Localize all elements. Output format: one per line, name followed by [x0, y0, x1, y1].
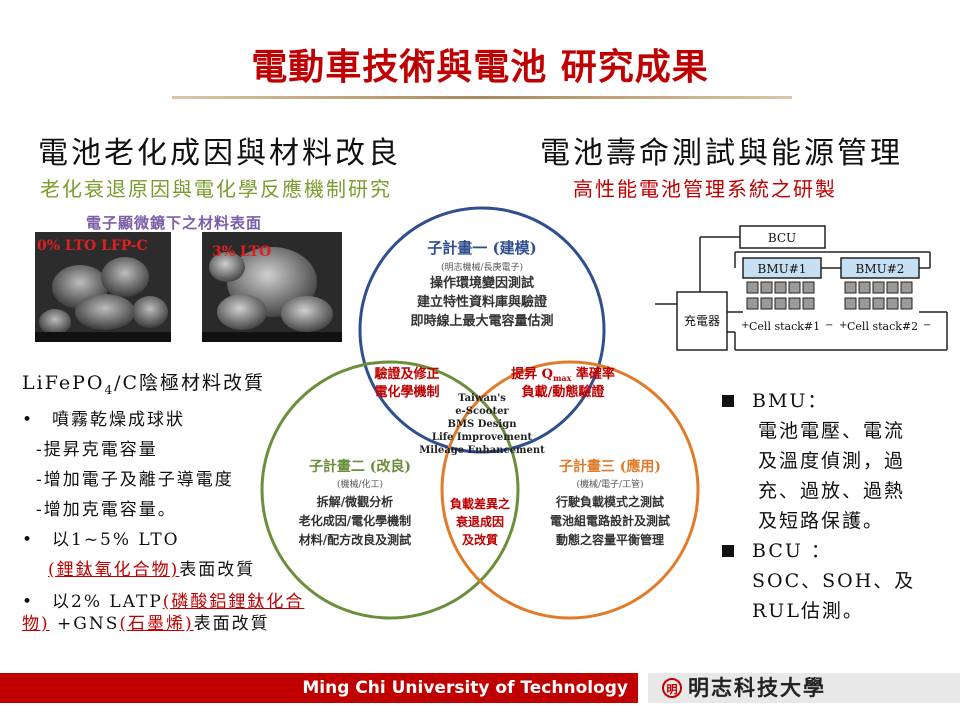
sem-image-0-lto: 0% LTO LFP-C	[35, 232, 171, 342]
venn-right-sub: (機械/電子/工管)	[576, 478, 643, 490]
venn-overlap-tr-1: 提昇 Qmax 準確率	[511, 366, 615, 383]
venn-overlap-b-2: 衰退成因	[455, 514, 504, 529]
venn-right-line-1: 行駛負載模式之測試	[555, 494, 664, 509]
sem-image-3-lto: 3% LTO	[202, 232, 342, 342]
venn-overlap-tr-2: 負載/動態驗證	[522, 384, 606, 400]
venn-circle-left	[260, 360, 520, 620]
venn-center-3: BMS Design	[448, 419, 518, 430]
venn-circle-right	[440, 360, 700, 620]
stack2-minus: −	[923, 320, 931, 331]
venn-center-5: Mileage Enhancement	[419, 445, 545, 456]
footer-bar: Ming Chi University of Technology	[0, 673, 638, 703]
venn-left-line-3: 材料/配方改良及測試	[298, 532, 411, 547]
bmu2-box-label: BMU#2	[856, 262, 905, 276]
venn-top-line-1: 操作環境變因測試	[430, 275, 534, 291]
venn-overlap-b-1: 負載差異之	[450, 496, 510, 511]
venn-left-line-2: 老化成因/電化學機制	[299, 513, 411, 528]
bmu-text-4: 及短路保護。	[758, 510, 885, 532]
sem-texture-2	[202, 232, 342, 342]
sem-texture-1	[35, 232, 171, 342]
bcu-label: BCU ：	[722, 536, 952, 566]
slide-title: 電動車技術與電池 研究成果	[251, 47, 709, 88]
bms-function-list: BMU： 電池電壓、電流 及溫度偵測，過 充、過放、過熱 及短路保護。 BCU …	[722, 386, 952, 626]
venn-right-line-2: 電池組電路設計及測試	[550, 513, 670, 528]
stack1-plus: +	[741, 320, 749, 331]
venn-center-2: e-Scooter	[455, 406, 509, 417]
bullet-spray-dry: •噴霧乾燥成球狀	[22, 409, 185, 430]
bmu-text-3: 充、過放、過熱	[758, 480, 906, 502]
sub-item-1: -提昇克電容量	[36, 439, 158, 460]
stack2-plus: +	[839, 320, 847, 331]
charger-label: 充電器	[684, 313, 720, 328]
bullet-lto-cont: (鋰鈦氧化合物)表面改質	[48, 559, 256, 580]
bmu1-box-label: BMU#1	[758, 262, 807, 276]
sem-label-1: 0% LTO LFP-C	[37, 238, 148, 254]
right-subheading: 高性能電池管理系統之研製	[573, 177, 837, 201]
venn-top-sub: (明志機械/長庚電子)	[441, 261, 523, 273]
venn-overlap-tl-2: 電化學機制	[374, 384, 439, 400]
venn-right-line-3: 動態之容量平衡管理	[556, 532, 664, 547]
bcu-text-2: RUL估測。	[752, 600, 864, 622]
stack1-label: Cell stack#1	[749, 320, 820, 333]
sub-item-2: -增加電子及離子導電度	[36, 469, 234, 490]
venn-left-title: 子計畫二 (改良)	[309, 458, 411, 475]
venn-top-title: 子計畫一 (建模)	[427, 239, 536, 257]
left-subheading: 老化衰退原因與電化學反應機制研究	[40, 177, 392, 201]
sem-caption: 電子顯微鏡下之材料表面	[86, 214, 263, 232]
stack2-label: Cell stack#2	[847, 320, 918, 333]
left-heading: 電池老化成因與材料改良	[38, 136, 401, 171]
venn-overlap-tl-1: 驗證及修正	[374, 366, 439, 382]
venn-diagram: 子計畫一 (建模) (明志機械/長庚電子) 操作環境變因測試 建立特性資料庫與驗…	[260, 206, 700, 620]
bullet-latp: •以2% LATP(磷酸鋁鋰鈦化合物) +GNS(石墨烯)表面改質	[22, 591, 305, 634]
sub-item-3: -增加克電容量。	[36, 499, 177, 520]
bcu-box-label: BCU	[768, 231, 796, 245]
venn-center-1: Taiwan's	[458, 393, 506, 404]
venn-left-sub: (機械/化工)	[337, 478, 383, 490]
footer-university-en: Ming Chi University of Technology	[302, 678, 628, 698]
bms-diagram: BCU BMU#1 BMU#2 充電器 + Cell stack#1 − + C…	[655, 225, 948, 351]
material-list: LiFePO4/C陰極材料改質 •噴霧乾燥成球狀 -提昇克電容量 -增加電子及離…	[22, 368, 312, 635]
venn-right-title: 子計畫三 (應用)	[559, 458, 661, 475]
footer-logo: 明 明志科技大學	[648, 673, 960, 703]
stack1-minus: −	[825, 320, 833, 331]
bmu-label: BMU：	[722, 386, 952, 416]
bmu-text-2: 及溫度偵測，過	[758, 450, 906, 472]
footer-university-zh: 明志科技大學	[688, 676, 826, 700]
venn-top-line-2: 建立特性資料庫與驗證	[417, 294, 548, 310]
venn-center-4: Life Improvement	[432, 432, 533, 443]
right-heading: 電池壽命測試與能源管理	[540, 136, 903, 171]
bcu-text-1: SOC、SOH、及	[752, 570, 916, 592]
material-title: LiFePO4/C陰極材料改質	[22, 372, 266, 397]
bullet-lto: •以1~5% LTO	[22, 529, 180, 550]
venn-top-line-3: 即時線上最大電容量估測	[410, 313, 553, 329]
venn-overlap-b-3: 及改質	[462, 532, 498, 547]
title-divider	[172, 96, 792, 99]
bmu-text-1: 電池電壓、電流	[758, 420, 906, 442]
venn-circle-top	[358, 206, 606, 454]
sem-label-2: 3% LTO	[212, 244, 272, 260]
university-logo-icon: 明	[662, 678, 682, 698]
venn-left-line-1: 拆解/微觀分析	[317, 494, 393, 509]
